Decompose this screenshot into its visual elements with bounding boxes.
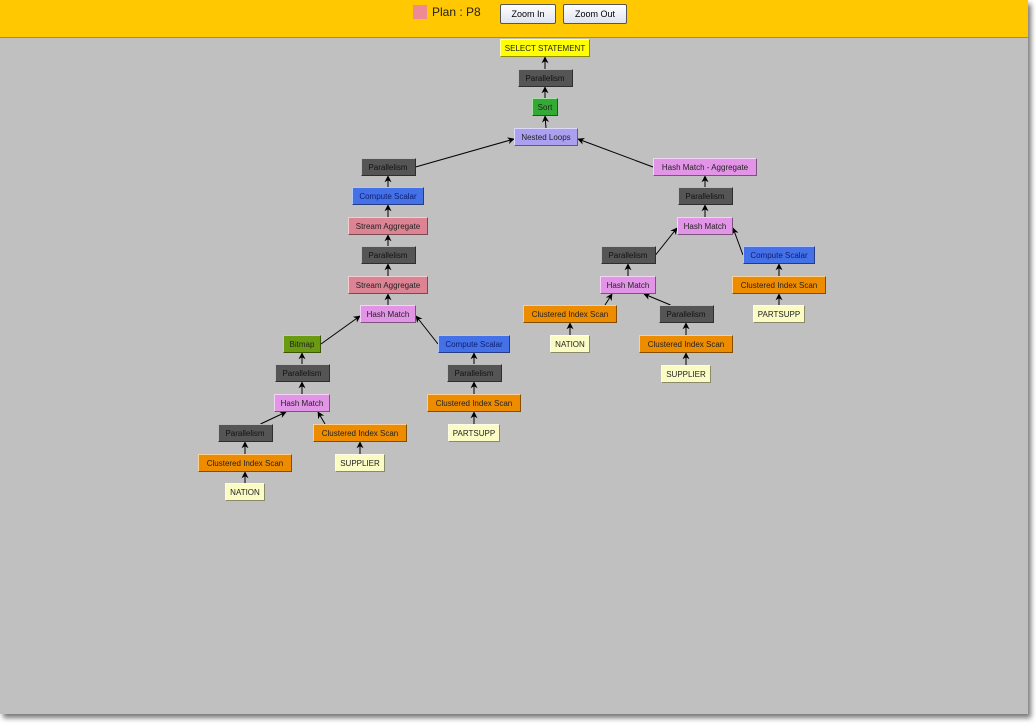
plan-node-hash-match[interactable]: Hash Match - Aggregate [653, 158, 757, 176]
plan-node-clustered-index-scan[interactable]: Clustered Index Scan [427, 394, 521, 412]
plan-node-parallelism[interactable]: Parallelism [446, 364, 502, 382]
plan-window: Plan : P8 Zoom In Zoom Out SELECT STATEM… [0, 0, 1028, 714]
plan-node-clustered-index-scan[interactable]: Clustered Index Scan [639, 335, 733, 353]
plan-node-table[interactable]: SUPPLIER [335, 454, 385, 472]
zoom-in-button[interactable]: Zoom In [500, 4, 556, 24]
plan-node-compute-scalar[interactable]: Compute Scalar [743, 246, 815, 264]
plan-node-table[interactable]: SUPPLIER [661, 365, 711, 383]
plan-node-nested-loops[interactable]: Nested Loops [514, 128, 578, 146]
plan-node-sort[interactable]: Sort [532, 98, 558, 116]
plan-node-clustered-index-scan[interactable]: Clustered Index Scan [523, 305, 617, 323]
plan-edge [655, 227, 678, 256]
plan-node-hash-match[interactable]: Hash Match [274, 394, 330, 412]
plan-node-select[interactable]: SELECT STATEMENT [500, 39, 590, 57]
plan-node-parallelism[interactable]: Parallelism [600, 246, 656, 264]
plan-node-bitmap[interactable]: Bitmap [283, 335, 321, 353]
plan-edge [731, 227, 744, 256]
plan-node-stream-aggregate[interactable]: Stream Aggregate [348, 276, 428, 294]
plan-node-parallelism[interactable]: Parallelism [517, 69, 573, 87]
zoom-out-button[interactable]: Zoom Out [563, 4, 627, 24]
plan-edge [320, 315, 361, 345]
plan-node-parallelism[interactable]: Parallelism [360, 246, 416, 264]
plan-node-table[interactable]: NATION [225, 483, 265, 501]
plan-edges [241, 56, 783, 483]
plan-node-parallelism[interactable]: Parallelism [658, 305, 714, 323]
plan-edge [542, 115, 550, 129]
plan-color-swatch [413, 5, 427, 19]
plan-node-parallelism[interactable]: Parallelism [274, 364, 330, 382]
plan-node-table[interactable]: PARTSUPP [448, 424, 500, 442]
plan-edge [317, 411, 326, 425]
plan-node-clustered-index-scan[interactable]: Clustered Index Scan [198, 454, 292, 472]
plan-node-parallelism[interactable]: Parallelism [677, 187, 733, 205]
toolbar: Plan : P8 Zoom In Zoom Out [0, 0, 1028, 38]
plan-node-parallelism[interactable]: Parallelism [217, 424, 273, 442]
plan-edge [643, 293, 671, 306]
plan-edge [604, 293, 613, 306]
plan-edge [260, 411, 287, 425]
plan-node-table[interactable]: NATION [550, 335, 590, 353]
plan-edge [577, 137, 654, 168]
plan-node-compute-scalar[interactable]: Compute Scalar [352, 187, 424, 205]
plan-node-table[interactable]: PARTSUPP [753, 305, 805, 323]
plan-node-hash-match[interactable]: Hash Match [600, 276, 656, 294]
plan-node-clustered-index-scan[interactable]: Clustered Index Scan [732, 276, 826, 294]
plan-node-compute-scalar[interactable]: Compute Scalar [438, 335, 510, 353]
plan-node-hash-match[interactable]: Hash Match [360, 305, 416, 323]
plan-node-hash-match[interactable]: Hash Match [677, 217, 733, 235]
plan-node-stream-aggregate[interactable]: Stream Aggregate [348, 217, 428, 235]
plan-node-parallelism[interactable]: Parallelism [360, 158, 416, 176]
plan-edge [415, 315, 439, 345]
plan-node-clustered-index-scan[interactable]: Clustered Index Scan [313, 424, 407, 442]
plan-edge [415, 137, 515, 168]
plan-label: Plan : P8 [432, 5, 481, 19]
